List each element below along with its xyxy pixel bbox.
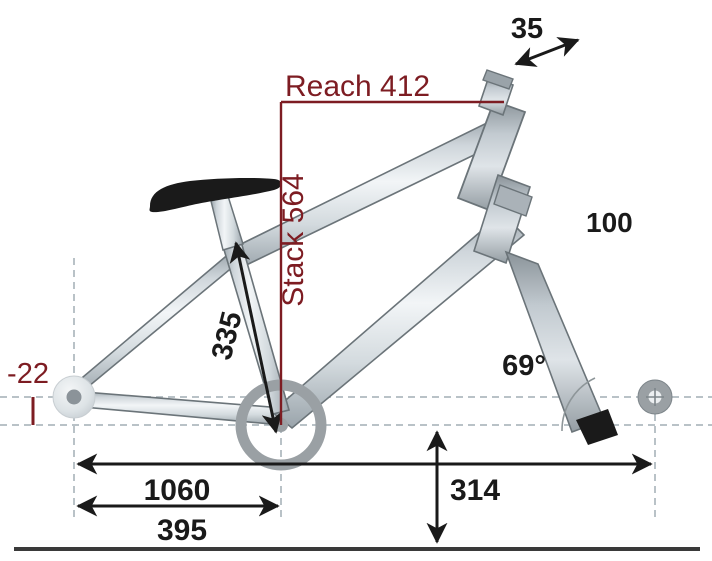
front-dropout	[576, 409, 618, 445]
head-angle-label: 69°	[502, 350, 546, 382]
dimension-wheelbase: 1060	[76, 453, 653, 507]
wheelbase-label: 1060	[144, 474, 211, 507]
fork-lower	[504, 250, 606, 434]
head-angle-arc	[561, 377, 596, 432]
construction-lines	[0, 258, 712, 520]
fork-offset-arrow	[514, 37, 580, 67]
bb-height-label: 314	[450, 474, 500, 507]
stem-top-cap	[482, 69, 514, 90]
dimension-fork-travel: 100	[586, 207, 633, 238]
seat-tube-length-label: 335	[206, 308, 249, 363]
dimension-reach-stack	[279, 100, 504, 425]
dimension-head-angle: 69°	[502, 350, 596, 432]
front-hub	[637, 379, 673, 415]
dimension-bb-drop: -22	[7, 358, 49, 425]
seat-tube-arrow	[229, 241, 283, 434]
seatpost	[210, 195, 244, 251]
fork-crown	[493, 184, 533, 217]
chainstay-length-label: 395	[157, 514, 207, 547]
fork-travel-label: 100	[586, 207, 633, 238]
saddle	[149, 177, 282, 213]
dimension-chainstay: 395	[76, 495, 280, 547]
dimension-fork-offset: 35	[511, 13, 580, 67]
rear-hub	[52, 375, 96, 419]
bb-drop-label: -22	[7, 358, 49, 390]
dimension-bb-height: 314	[426, 430, 500, 544]
stack-label: Stack 564	[277, 173, 310, 306]
fork-offset-label: 35	[511, 13, 543, 45]
reach-label: Reach 412	[285, 70, 430, 103]
